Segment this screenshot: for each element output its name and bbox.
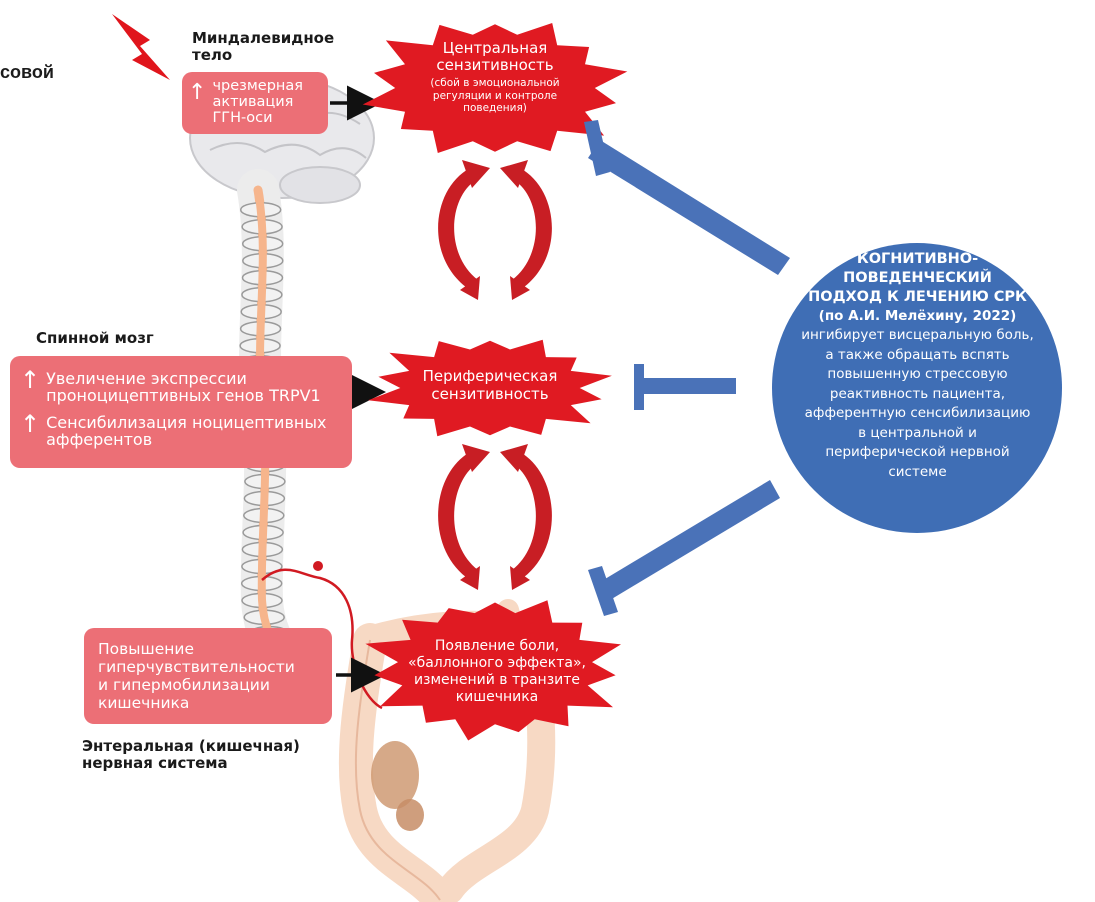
circle-body-line: а также обращать вспять: [825, 346, 1010, 363]
circle-body-line: системе: [888, 463, 947, 480]
amygdala-box-line: ГГН-оси: [212, 110, 273, 126]
inhibitor-pain: [588, 480, 780, 616]
lightning-icon: [112, 14, 170, 80]
circle-title-line: ПОДХОД К ЛЕЧЕНИЮ СРК: [808, 289, 1027, 305]
pain-star: [365, 600, 621, 741]
up-arrow-icon: ↑: [20, 410, 41, 438]
central-title-line: сензитивность: [436, 56, 554, 74]
spinal-box: ↑ Увеличение экспрессии проноцицептивных…: [10, 356, 352, 468]
spinal-box-line: Сенсибилизация ноцицептивных: [46, 413, 327, 432]
central-sub-line: (сбой в эмоциональной: [430, 77, 560, 89]
central-sub-line: поведения): [463, 102, 527, 114]
cycle-arrows-upper: [438, 160, 552, 300]
cropped-title-fragment: совой: [0, 62, 54, 82]
central-star-text: Центральная сензитивность (сбой в эмоцио…: [405, 40, 585, 115]
gut-box: Повышение гиперчувствительности и гиперм…: [84, 628, 332, 724]
cbt-circle-text: КОГНИТИВНО- ПОВЕДЕНЧЕСКИЙ ПОДХОД К ЛЕЧЕН…: [790, 250, 1045, 482]
circle-body-line: повышенную стрессовую: [827, 366, 1008, 382]
pain-title-line: кишечника: [455, 689, 539, 705]
central-sensitivity-star: [362, 23, 628, 153]
peripheral-title-line: сензитивность: [431, 385, 549, 403]
gut-box-line: кишечника: [98, 694, 190, 712]
cycle-arrows-lower: [438, 444, 552, 590]
inhibitor-central: [584, 120, 790, 275]
circle-body-line: периферической нервной: [825, 444, 1010, 460]
gut-box-line: Повышение: [98, 640, 194, 658]
amygdala-box-line: чрезмерная: [212, 78, 303, 94]
inhibitor-peripheral: [634, 364, 736, 410]
peripheral-title-line: Периферическая: [422, 367, 558, 385]
circle-body-line: афферентную сенсибилизацию: [804, 405, 1031, 421]
spinal-box-line: афферентов: [46, 430, 153, 449]
pain-title-line: изменений в транзите: [413, 672, 581, 688]
peripheral-star-text: Периферическая сензитивность: [400, 367, 580, 403]
peripheral-sensitivity-star: [368, 339, 612, 437]
circle-title-line: КОГНИТИВНО-: [856, 251, 979, 267]
gut-box-line: гиперчувствительности: [98, 658, 295, 676]
spinal-cord-label: Спинной мозг: [36, 329, 154, 347]
central-title-line: Центральная: [442, 39, 548, 57]
gut-box-line: и гипермобилизации: [98, 676, 270, 694]
amygdala-box: ↑ чрезмерная активация ГГН-оси: [182, 72, 328, 134]
circle-body-line: реактивность пациента,: [829, 385, 1006, 402]
circle-title-line: ПОВЕДЕНЧЕСКИЙ: [843, 270, 992, 286]
circle-body-line: в центральной и: [858, 424, 977, 441]
amygdala-label: Миндалевидное тело: [192, 29, 335, 64]
circle-body-line: ингибирует висцеральную боль,: [801, 327, 1034, 343]
spinal-box-line: Увеличение экспрессии: [46, 369, 247, 388]
central-sub-line: регуляции и контроле: [432, 89, 558, 102]
pain-title-line: «баллонного эффекта»,: [408, 655, 586, 671]
up-arrow-icon: ↑: [20, 366, 41, 394]
circle-title-line: (по А.И. Мелёхину, 2022): [818, 308, 1017, 324]
spinal-box-line: проноцицептивных генов TRPV1: [46, 386, 321, 405]
enteric-label: Энтеральная (кишечная) нервная система: [82, 737, 300, 772]
cbt-circle: [772, 243, 1062, 533]
amygdala-box-line: активация: [212, 94, 294, 110]
pain-title-line: Появление боли,: [434, 638, 560, 654]
pain-star-text: Появление боли, «баллонного эффекта», из…: [402, 638, 592, 706]
up-arrow-icon: ↑: [188, 80, 207, 105]
